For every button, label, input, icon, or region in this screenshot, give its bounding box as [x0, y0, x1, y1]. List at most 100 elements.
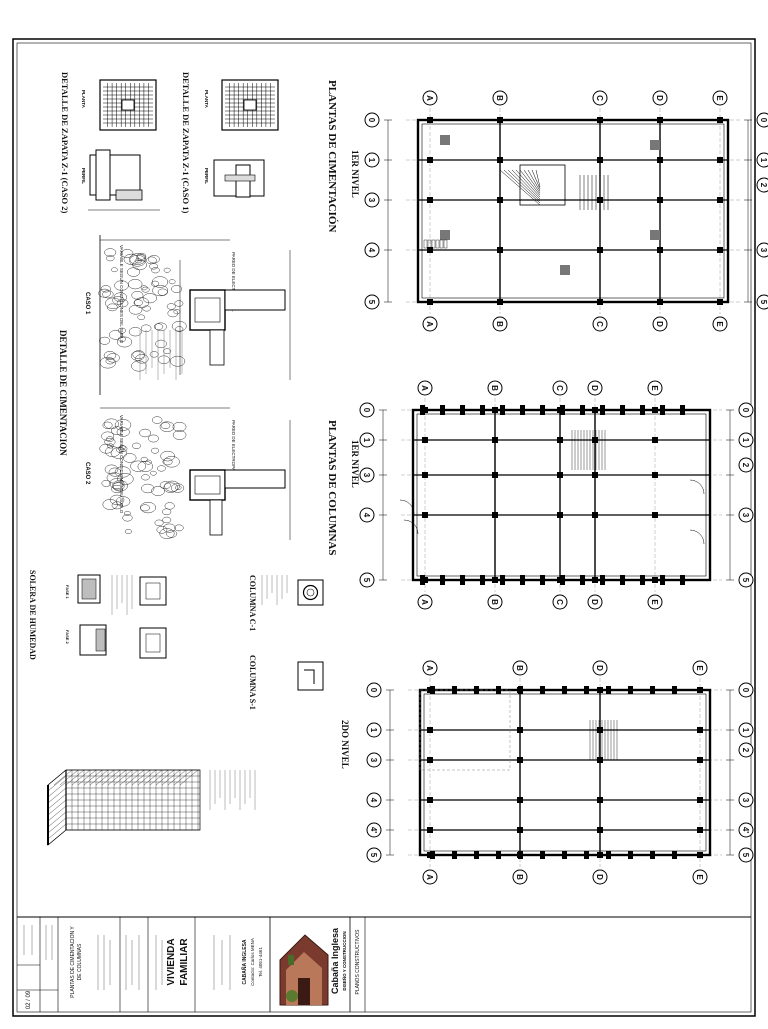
fase-1-label-a: FASE 1 — [65, 585, 70, 600]
cim-grid-letter-bottom-2-bubble — [592, 316, 608, 332]
columna-c1-title: COLUMNA C-1 — [248, 575, 257, 631]
seg-grid-letter-top-1: B — [515, 665, 524, 671]
cim-grid-bottom-1-bubble — [756, 152, 768, 168]
company-short-name: CABAÑA INGLESA — [241, 939, 248, 984]
phone-line: Tel. 4051-4461 — [258, 947, 263, 977]
zapata-caso-1-title: DETALLE DE ZAPATA Z-1 (CASO 1) — [181, 72, 191, 213]
seg-grid-bottom-1: 1 — [741, 728, 750, 733]
col-grid-bottom-3-bubble — [738, 507, 754, 523]
col-grid-top-0-bubble — [359, 402, 375, 418]
plan-cim-level: 1ER NIVEL — [350, 150, 360, 198]
company-logo — [279, 934, 329, 1006]
zapata-caso-2-perfil-label: PERFIL — [81, 168, 86, 184]
cim-grid-top-3-bubble — [364, 242, 380, 258]
zapata-caso-2-detail: DETALLE DE ZAPATA Z-1 (CASO 2) PLANTA PE… — [60, 72, 160, 213]
cim-grid-bottom-3-bubble — [756, 242, 768, 258]
cim-grid-top-4: 5 — [367, 300, 376, 305]
cim-grid-letter-top-3: D — [655, 95, 664, 101]
seg-grid-bottom-1-bubble — [738, 722, 754, 738]
col-grid-letter-bottom-4: E — [650, 599, 659, 605]
col-grid-top-2-bubble — [359, 467, 375, 483]
col-grid-letter-bottom-2: C — [555, 599, 564, 605]
seg-grid-bottom-4: 4' — [741, 827, 750, 833]
sheet-contents-line-1: PLANTAS DE CIMENTACION Y — [70, 926, 76, 998]
col-grid-top-0: 0 — [362, 408, 371, 413]
col-grid-letter-top-2-bubble — [552, 380, 568, 396]
seg-grid-bottom-3: 3 — [741, 798, 750, 803]
cim-grid-letter-bottom-1-bubble — [492, 316, 508, 332]
cim-grid-top-2-bubble — [364, 192, 380, 208]
zapata-caso-2-planta-label: PLANTA — [81, 90, 86, 109]
col-grid-letter-top-4: E — [650, 385, 659, 391]
col-grid-top-3-bubble — [359, 507, 375, 523]
col-grid-bottom-1: 1 — [741, 438, 750, 443]
seg-grid-bottom-0-bubble — [738, 682, 754, 698]
zapata-caso-1-detail: DETALLE DE ZAPATA Z-1 (CASO 1) PLANTA PE… — [181, 72, 279, 213]
seg-grid-letter-top-3-bubble — [692, 660, 708, 676]
cim-grid-letter-top-1: B — [495, 95, 504, 101]
cim-grid-letter-top-1-bubble — [492, 90, 508, 106]
seg-grid-top-4: 4' — [369, 827, 378, 833]
seg-grid-letter-top-3: E — [695, 665, 704, 671]
pared-label-1: PARED DE ELECTROPANEL — [231, 252, 236, 312]
cim-grid-bottom-4: 5 — [759, 300, 768, 305]
col-grid-letter-bottom-2-bubble — [552, 594, 568, 610]
seg-grid-top-2: 3 — [369, 758, 378, 763]
col-grid-bottom-3: 3 — [741, 513, 750, 518]
contact-line: Contacto: Carlos MENA — [250, 938, 255, 986]
cim-grid-letter-top-4: E — [715, 95, 724, 101]
col-grid-letter-top-0-bubble — [417, 380, 433, 396]
col-grid-top-4-bubble — [359, 572, 375, 588]
col-grid-letter-bottom-3: D — [590, 599, 599, 605]
cim-grid-bottom-3: 3 — [759, 248, 768, 253]
plan-cim-title: PLANTAS DE CIMENTACIÓN — [326, 80, 338, 232]
seg-grid-bottom-2-bubble — [738, 742, 754, 758]
company-name: Cabaña Inglesa — [330, 927, 340, 994]
electropanel-mesh-detail — [47, 769, 256, 846]
col-grid-letter-top-2: C — [555, 385, 564, 391]
title-block-notes — [23, 925, 231, 990]
seg-grid-letter-top-1-bubble — [512, 660, 528, 676]
columnas-detail: COLUMNA C-1 COLUMNA S-1 — [248, 575, 324, 710]
col-grid-letter-bottom-1: B — [490, 599, 499, 605]
col-grid-letter-bottom-0-bubble — [417, 594, 433, 610]
cim-grid-top-4-bubble — [364, 294, 380, 310]
col-grid-letter-top-3-bubble — [587, 380, 603, 396]
col-grid-bottom-0-bubble — [738, 402, 754, 418]
col-grid-letter-bottom-4-bubble — [647, 594, 663, 610]
seg-grid-top-1: 1 — [369, 728, 378, 733]
caso-2-label: CASO 2 — [84, 462, 90, 485]
col-grid-top-4: 5 — [362, 578, 371, 583]
seg-grid-letter-bottom-2: D — [595, 874, 604, 880]
project-title-line-1: VIVIENDA — [166, 938, 177, 985]
col-grid-top-3: 4 — [362, 513, 371, 518]
seg-grid-top-5: 5 — [369, 853, 378, 858]
solera-title: SOLERA DE HUMEDAD — [28, 570, 37, 660]
cim-grid-letter-bottom-0-bubble — [422, 316, 438, 332]
seg-grid-bottom-4-bubble — [738, 822, 754, 838]
seg-grid-top-4-bubble — [366, 822, 382, 838]
seg-grid-letter-top-2-bubble — [592, 660, 608, 676]
cimentacion-detail: DETALLE DE CIMENTACION CASO 1 CASO 2 VAR… — [58, 235, 291, 540]
fase-2-label-a: FASE 2 — [65, 630, 70, 645]
seg-grid-bottom-5-bubble — [738, 847, 754, 863]
zapata-caso-1-planta-label: PLANTA — [204, 90, 209, 109]
project-title-line-2: FAMILIAR — [179, 938, 190, 986]
seg-grid-letter-bottom-3: E — [695, 874, 704, 880]
col-grid-bottom-4: 5 — [741, 578, 750, 583]
col-grid-letter-top-0: A — [420, 385, 429, 391]
title-block: Cabaña Inglesa DISEÑO Y CONSTRUCCION CAB… — [17, 917, 366, 1012]
cim-grid-bottom-0: 0 — [759, 118, 768, 123]
seg-grid-top-3-bubble — [366, 792, 382, 808]
col-grid-bottom-1-bubble — [738, 432, 754, 448]
col-grid-bottom-2-bubble — [738, 457, 754, 473]
caso-1-label: CASO 1 — [84, 292, 90, 315]
zapata-caso-1-perfil-label: PERFIL — [204, 168, 209, 184]
cimentacion-detail-title: DETALLE DE CIMENTACION — [58, 330, 68, 456]
seg-grid-bottom-3-bubble — [738, 792, 754, 808]
seg-grid-top-3: 4 — [369, 798, 378, 803]
seg-grid-letter-bottom-0: A — [425, 874, 434, 880]
